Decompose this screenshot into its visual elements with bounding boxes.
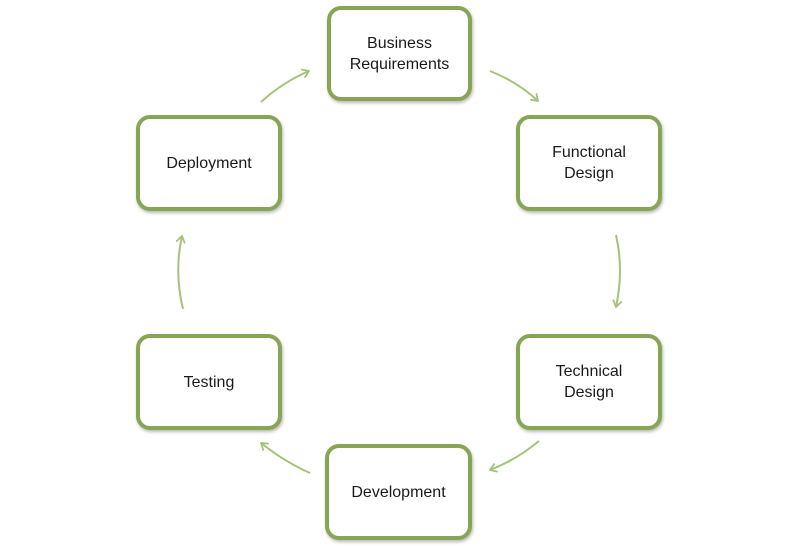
node-label: Functional Design <box>552 144 626 182</box>
node-business-requirements: Business Requirements <box>327 6 472 101</box>
node-technical-design: Technical Design <box>516 334 662 430</box>
node-testing: Testing <box>136 334 282 430</box>
node-label: Technical Design <box>555 363 623 401</box>
arrow-business-to-functional <box>489 70 539 102</box>
node-label: Business Requirements <box>349 34 450 73</box>
arrow-deployment-to-business <box>260 68 310 103</box>
arrow-development-to-testing <box>260 442 311 474</box>
node-label: Deployment <box>166 154 252 172</box>
node-functional-design: Functional Design <box>516 115 662 211</box>
node-label: Development <box>351 483 446 501</box>
arrow-testing-to-deployment <box>175 235 186 310</box>
arrow-technical-to-development <box>489 440 540 473</box>
arrow-functional-to-technical <box>612 234 623 308</box>
node-label: Testing <box>183 373 235 391</box>
node-deployment: Deployment <box>136 115 282 211</box>
node-development: Development <box>325 444 472 540</box>
